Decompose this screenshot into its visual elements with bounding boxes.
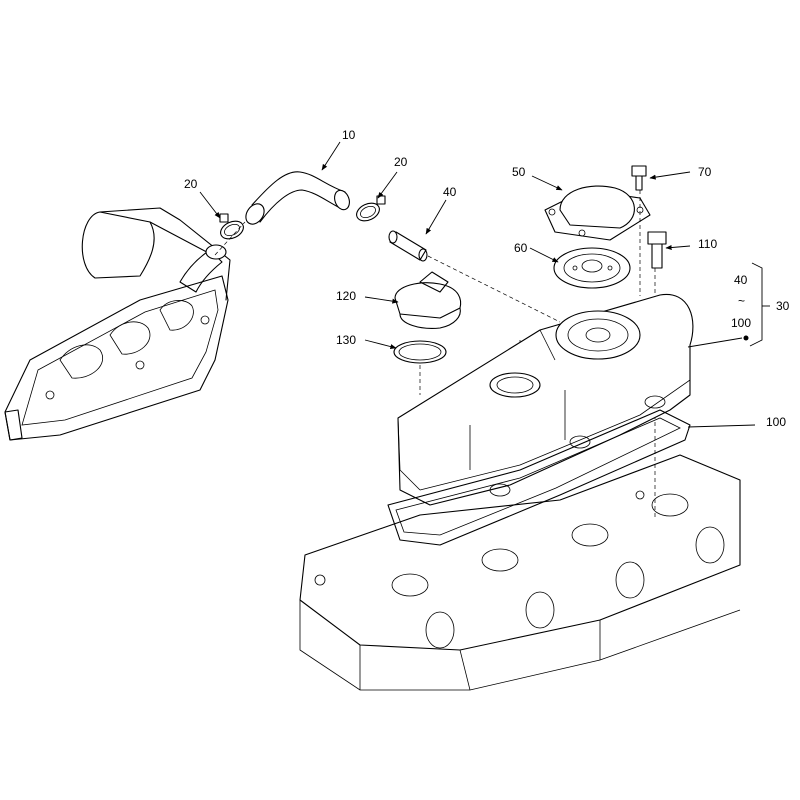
breather-cover	[544, 185, 651, 241]
callout-50: 50	[512, 165, 526, 179]
callout-100: 100	[766, 415, 786, 429]
breather-pipe	[388, 230, 428, 262]
cylinder-head	[299, 454, 741, 691]
bolt-70	[631, 165, 647, 191]
callout-70: 70	[698, 165, 712, 179]
group-bracket	[749, 262, 763, 347]
callout-10: 10	[342, 128, 356, 142]
o-ring	[393, 340, 447, 364]
intake-manifold	[4, 207, 231, 441]
bracket-top-40: 40	[734, 273, 748, 287]
callout-20-left: 20	[184, 177, 198, 191]
callout-110: 110	[698, 237, 717, 251]
callout-130: 130	[336, 333, 356, 347]
rocker-cover-gasket	[387, 409, 691, 546]
hose-clamp-left	[219, 213, 244, 240]
callout-40: 40	[443, 185, 457, 199]
hose-clamp-right	[356, 195, 386, 222]
callout-60: 60	[514, 241, 528, 255]
rocker-cover	[397, 293, 694, 506]
callout-120: 120	[336, 289, 356, 303]
bracket-bottom-100: 100	[731, 316, 751, 330]
callout-labels: 10 20 20 40 50 60 70 110 120 130 100 40 …	[184, 128, 790, 429]
breather-hose	[245, 171, 350, 225]
callout-30: 30	[776, 299, 790, 313]
leader-lines	[199, 141, 756, 428]
bracket-tilde: ~	[738, 294, 745, 308]
bolt-110	[647, 231, 667, 269]
oil-filler-cap	[394, 271, 462, 329]
callout-20-right: 20	[394, 155, 408, 169]
diaphragm	[553, 247, 631, 289]
